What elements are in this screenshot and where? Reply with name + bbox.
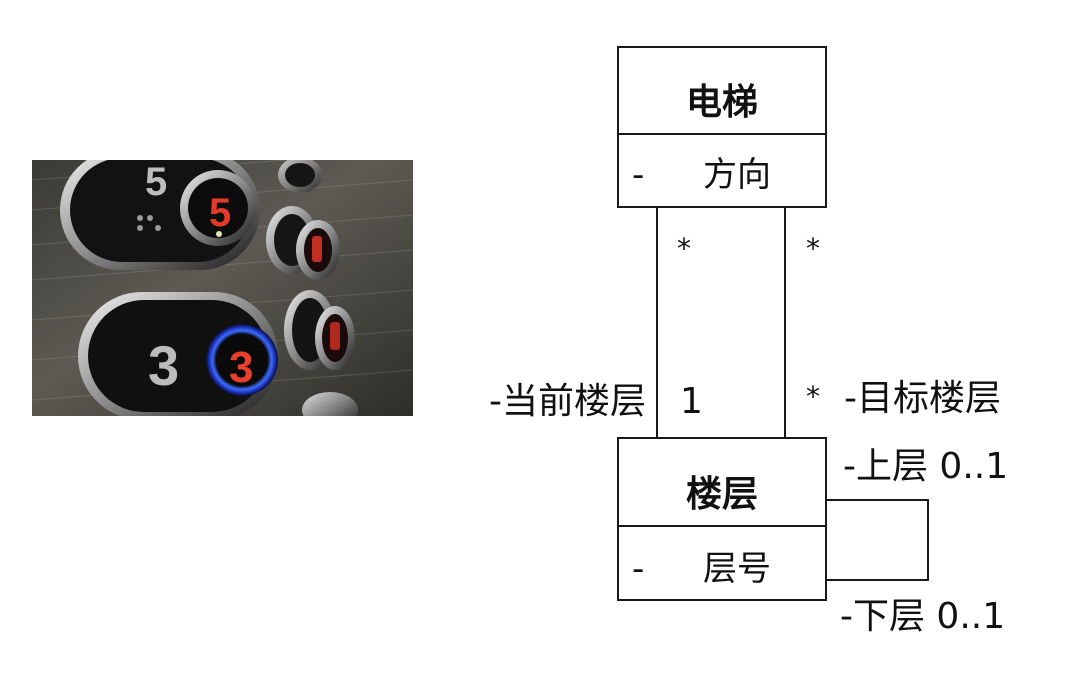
floor-class-name: 楼层	[686, 474, 758, 515]
upper-floor-role: -上层 0..1	[843, 446, 1008, 487]
uml-diagram	[617, 46, 929, 601]
current-floor-bottom-multiplicity: 1	[680, 381, 703, 422]
class-texts: 电梯 - 方向 楼层 - 层号	[632, 82, 771, 589]
target-floor-bottom-multiplicity: *	[806, 380, 820, 413]
lower-floor-role: -下层 0..1	[840, 596, 1005, 637]
elevator-buttons-photo: 5 5	[32, 160, 413, 416]
self-association-line	[826, 499, 929, 581]
class-box-floor	[617, 437, 827, 601]
target-floor-role: -目标楼层	[844, 378, 1001, 419]
target-floor-top-multiplicity: *	[806, 232, 820, 265]
elevator-attribute-visibility: -	[632, 155, 644, 195]
plate-number-5: 5	[145, 160, 167, 204]
current-floor-top-multiplicity: *	[677, 232, 691, 265]
plate-number-3: 3	[148, 334, 179, 397]
button-number-3: 3	[229, 343, 253, 392]
floor-attribute: 层号	[703, 549, 771, 589]
class-box-elevator	[617, 46, 827, 208]
button-number-5: 5	[209, 191, 231, 235]
elevator-class-name: 电梯	[686, 82, 758, 123]
button-5: 5	[180, 170, 256, 246]
floor-attribute-visibility: -	[632, 549, 644, 589]
elevator-attribute: 方向	[703, 155, 771, 195]
current-floor-role: -当前楼层	[489, 381, 646, 422]
right-buttons	[266, 160, 358, 416]
button-3: 3	[206, 324, 278, 396]
association-labels: * * -当前楼层 1 * -目标楼层 -上层 0..1 -下层 0..1	[489, 232, 1008, 637]
